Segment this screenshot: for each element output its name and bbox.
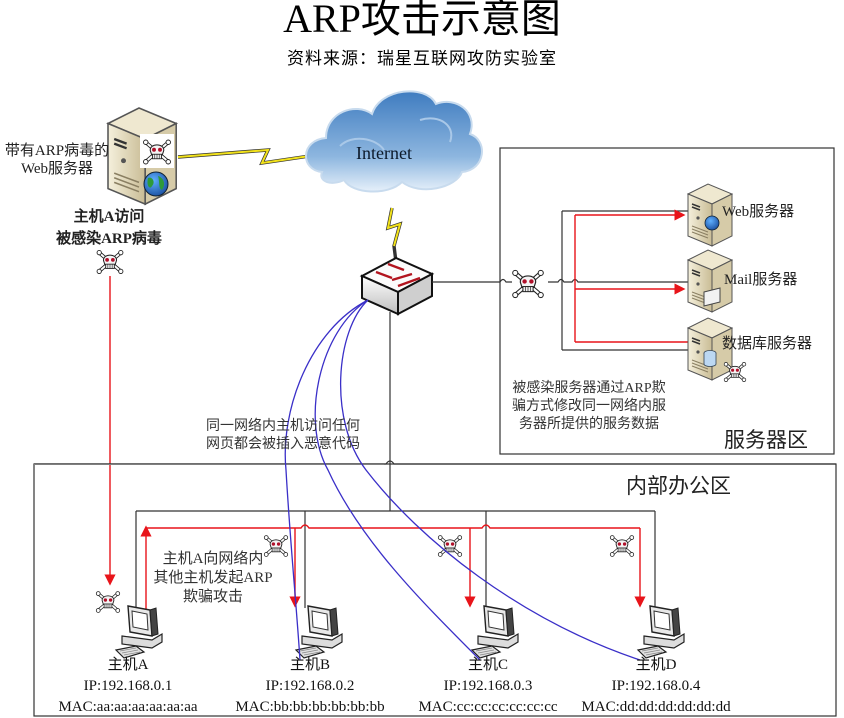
internet-label: Internet: [356, 143, 412, 163]
host-name: 主机C: [467, 657, 508, 673]
office-zone-title: 内部办公区: [626, 474, 731, 498]
skull-icon: [608, 533, 636, 559]
host-d: 主机D IP:192.168.0.4 MAC:dd:dd:dd:dd:dd:dd: [566, 655, 746, 718]
server-zone-note: 被感染服务器通过ARP欺 骗方式修改同一网络内服 务器所提供的服务数据: [504, 380, 674, 434]
host-name: 主机B: [289, 657, 330, 673]
note-line: 其他主机发起ARP: [153, 570, 273, 586]
host-c: 主机C IP:192.168.0.3 MAC:cc:cc:cc:cc:cc:cc: [398, 655, 578, 718]
host-b: 主机B IP:192.168.0.2 MAC:bb:bb:bb:bb:bb:bb: [220, 655, 400, 718]
host-mac: MAC:dd:dd:dd:dd:dd:dd: [581, 699, 731, 715]
office-lan-bus: [135, 510, 656, 612]
database-icon: [703, 350, 717, 367]
page-title: ARP攻击示意图: [283, 0, 561, 41]
label-line: Web服务器: [20, 161, 94, 177]
host-name: 主机A: [107, 657, 149, 673]
pc-icon-host-d: [637, 605, 685, 659]
note-line: 被感染ARP病毒: [56, 231, 162, 247]
network-switch-icon: [359, 256, 435, 316]
host-mac: MAC:aa:aa:aa:aa:aa:aa: [58, 699, 198, 715]
skull-icon: [95, 248, 125, 276]
label-line: 带有ARP病毒的: [4, 143, 110, 159]
globe-icon: [704, 215, 720, 231]
note-line: 骗方式修改同一网络内服: [512, 399, 666, 414]
server-zone-wiring: [548, 210, 690, 351]
infected-web-server-label: 带有ARP病毒的 Web服务器: [2, 142, 112, 178]
note-line: 同一网络内主机访问任何: [206, 419, 360, 434]
server-label-web: Web服务器: [722, 204, 795, 220]
host-ip: IP:192.168.0.3: [443, 678, 533, 694]
server-label-mail: Mail服务器: [724, 272, 798, 288]
globe-icon: [143, 171, 169, 197]
injection-note: 同一网络内主机访问任何 网页都会被插入恶意代码: [206, 418, 360, 454]
note-line: 务器所提供的服务数据: [519, 417, 659, 432]
lightning-link-internet-switch: [385, 207, 403, 263]
lightning-link-web-internet: [177, 148, 331, 166]
internet-cloud-icon: [305, 90, 483, 193]
source-caption: 资料来源：瑞星互联网攻防实验室: [287, 49, 557, 68]
note-line: 欺骗攻击: [182, 589, 243, 605]
malicious-code-injection-curves: [284, 299, 641, 661]
pc-icon-host-c: [471, 605, 519, 659]
server-zone-box: [499, 147, 835, 455]
host-mac: MAC:cc:cc:cc:cc:cc:cc: [418, 699, 558, 715]
server-zone-title: 服务器区: [724, 428, 808, 452]
server-label-database: 数据库服务器: [722, 336, 813, 352]
skull-icon: [513, 270, 544, 297]
mail-icon: [703, 287, 721, 307]
host-name: 主机D: [635, 657, 677, 673]
arp-attack-note: 主机A向网络内 其他主机发起ARP 欺骗攻击: [150, 550, 276, 607]
pc-icon-host-a: [115, 605, 163, 659]
host-ip: IP:192.168.0.1: [83, 678, 173, 694]
note-line: 网页都会被插入恶意代码: [206, 437, 360, 452]
note-line: 主机A访问: [73, 209, 145, 225]
note-line: 主机A向网络内: [162, 551, 264, 567]
skull-icon: [436, 533, 464, 559]
host-a: 主机A IP:192.168.0.1 MAC:aa:aa:aa:aa:aa:aa: [38, 655, 218, 718]
server-zone-attack-arrows: [574, 209, 690, 343]
host-a-infection-note: 主机A访问 被感染ARP病毒: [44, 206, 174, 250]
skull-icon: [94, 589, 122, 615]
host-mac: MAC:bb:bb:bb:bb:bb:bb: [235, 699, 385, 715]
pc-icon-host-b: [295, 605, 343, 659]
note-line: 被感染服务器通过ARP欺: [512, 381, 666, 396]
host-ip: IP:192.168.0.2: [265, 678, 355, 694]
host-ip: IP:192.168.0.4: [611, 678, 701, 694]
